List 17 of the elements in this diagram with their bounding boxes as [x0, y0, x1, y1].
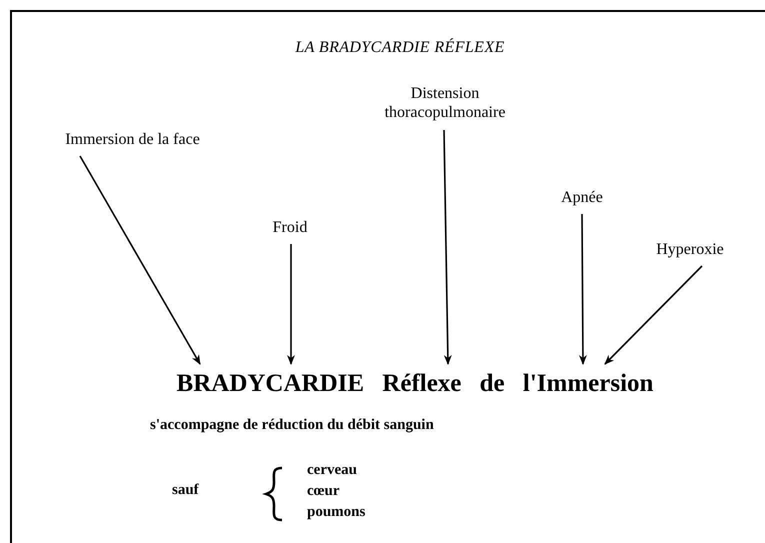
- stimulus-text: Froid: [260, 216, 320, 240]
- result-text: BRADYCARDIE Réflexe de l'Immersion: [150, 366, 680, 402]
- stimulus-text: Immersion de la face: [40, 128, 225, 152]
- arrow: [443, 130, 452, 365]
- arrow: [578, 214, 587, 365]
- organ-text: cerveau: [307, 463, 357, 478]
- stimulus-text: Distension thoracopulmonaire: [360, 80, 530, 126]
- arrow: [604, 265, 703, 365]
- stimulus-text: Hyperoxie: [640, 238, 740, 262]
- organ-text: poumons: [307, 505, 366, 520]
- sauf-text: sauf: [172, 483, 199, 498]
- arrow: [287, 244, 295, 365]
- stimulus-text: Apnée: [550, 186, 614, 210]
- arrow: [79, 156, 201, 365]
- organ-text: cœur: [307, 484, 340, 499]
- diagram-title: LA BRADYCARDIE RÉFLEXE: [294, 37, 506, 58]
- sentence-text: s'accompagne de réduction du débit sanguin: [150, 418, 434, 433]
